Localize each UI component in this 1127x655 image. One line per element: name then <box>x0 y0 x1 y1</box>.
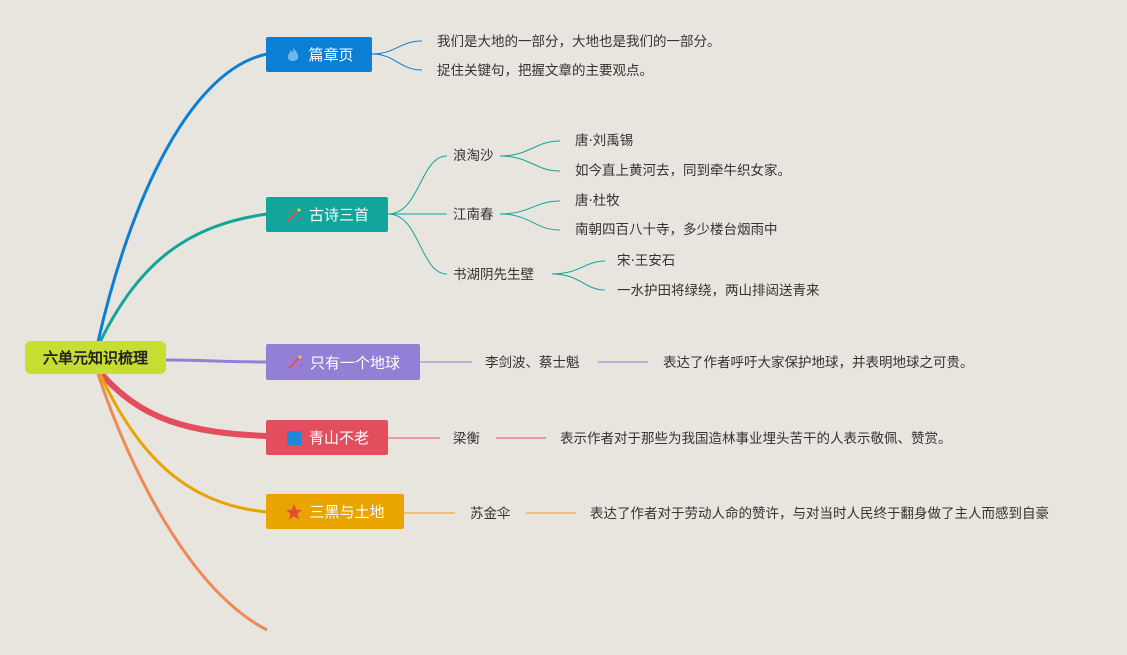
b4-summary[interactable]: 表示作者对于那些为我国造林事业埋头苦干的人表示敬佩、赞赏。 <box>560 431 952 447</box>
poem-line-2[interactable]: 南朝四百八十寺，多少楼台烟雨中 <box>575 222 778 238</box>
sparkle-wand-icon <box>285 206 303 224</box>
poem-author-3[interactable]: 宋·王安石 <box>617 253 676 269</box>
b1-child-2[interactable]: 捉住关键句，把握文章的主要观点。 <box>437 63 653 79</box>
b3-summary[interactable]: 表达了作者呼吁大家保护地球，并表明地球之可贵。 <box>663 355 974 371</box>
root-topic[interactable]: 六单元知识梳理 <box>25 341 166 374</box>
topic-b5[interactable]: 三黑与土地 <box>266 494 404 529</box>
topic-b4[interactable]: 青山不老 <box>266 420 388 455</box>
topic-label: 青山不老 <box>308 429 369 447</box>
topic-b2[interactable]: 古诗三首 <box>266 197 388 232</box>
topic-label: 只有一个地球 <box>309 353 400 372</box>
b4-author[interactable]: 梁衡 <box>453 431 480 447</box>
poem-line-3[interactable]: 一水护田将绿绕，两山排闼送青来 <box>617 283 820 299</box>
poem-author-2[interactable]: 唐·杜牧 <box>575 193 620 209</box>
branch-line-b4 <box>97 370 268 439</box>
poem-title-2[interactable]: 江南春 <box>453 207 494 223</box>
b5-summary[interactable]: 表达了作者对于劳动人命的赞许，与对当时人民终于翻身做了主人而感到自豪 <box>590 506 1049 522</box>
poem-line-1[interactable]: 如今直上黄河去，同到牵牛织女家。 <box>575 163 791 179</box>
branch-line-b2 <box>98 212 268 343</box>
topic-label: 三黑与土地 <box>309 503 385 521</box>
branch-line-b5 <box>98 373 268 514</box>
b5-author[interactable]: 苏金伞 <box>470 506 511 522</box>
branch-line-b3 <box>165 358 268 364</box>
b1-child-1[interactable]: 我们是大地的一部分，大地也是我们的一部分。 <box>437 34 721 50</box>
branch-line-b6 <box>96 373 268 632</box>
b3-author[interactable]: 李剑波、蔡士魁 <box>485 355 580 371</box>
sparkle-wand-icon <box>286 353 304 371</box>
topic-b3[interactable]: 只有一个地球 <box>266 344 420 380</box>
topic-label: 古诗三首 <box>308 206 369 224</box>
poem-author-1[interactable]: 唐·刘禹锡 <box>575 133 634 149</box>
branch-line-b1 <box>96 52 268 343</box>
star-icon <box>285 503 303 521</box>
topic-label: 篇章页 <box>308 46 354 64</box>
blue-square-icon <box>285 429 303 447</box>
flame-icon <box>284 46 302 64</box>
topic-b1[interactable]: 篇章页 <box>266 37 372 72</box>
poem-title-1[interactable]: 浪淘沙 <box>453 148 494 164</box>
poem-title-3[interactable]: 书湖阴先生壁 <box>453 267 534 283</box>
